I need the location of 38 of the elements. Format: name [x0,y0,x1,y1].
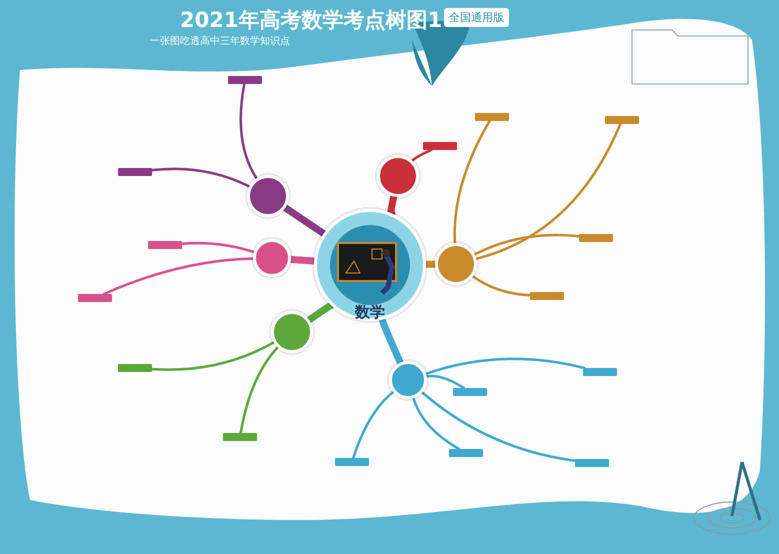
branch-line [150,341,275,371]
topic-bar [449,449,483,457]
branch-line [282,204,328,238]
branch-line [102,257,254,296]
topic-bar [605,116,639,124]
topic-bar [583,368,617,376]
branch-line [453,120,491,244]
topic-bar [118,168,152,176]
topic-bar [78,294,112,302]
topic-bar [530,292,564,300]
branch-line [411,148,432,162]
branch-line [412,396,460,450]
topic-bar [475,113,509,121]
topic-bar [335,458,369,466]
topic-bar [223,433,257,441]
poster-title: 2021年高考数学考点树图1 [180,7,442,34]
branch-line [150,168,251,188]
topic-bar [575,459,609,467]
branch-line [180,242,256,254]
branch-line [475,122,622,260]
center-label: 数学 [354,303,386,322]
branch-line [240,82,258,180]
subtitle: 一张图吃透高中三年数学知识点 [150,34,290,48]
edition-badge: 全国通用版 [444,8,509,27]
topic-bar [423,142,457,150]
topic-bar [228,76,262,84]
topic-bar [148,241,182,249]
topic-bar [453,388,487,396]
branch-line [424,358,586,376]
branch-line [473,234,580,256]
topic-bar [118,364,152,372]
branch-line [421,391,576,462]
branch-line [472,275,532,296]
branch-line [239,346,279,434]
topic-bar [579,234,613,242]
branch-line [425,374,466,390]
branch-line [352,390,394,460]
branch-line [306,302,336,324]
